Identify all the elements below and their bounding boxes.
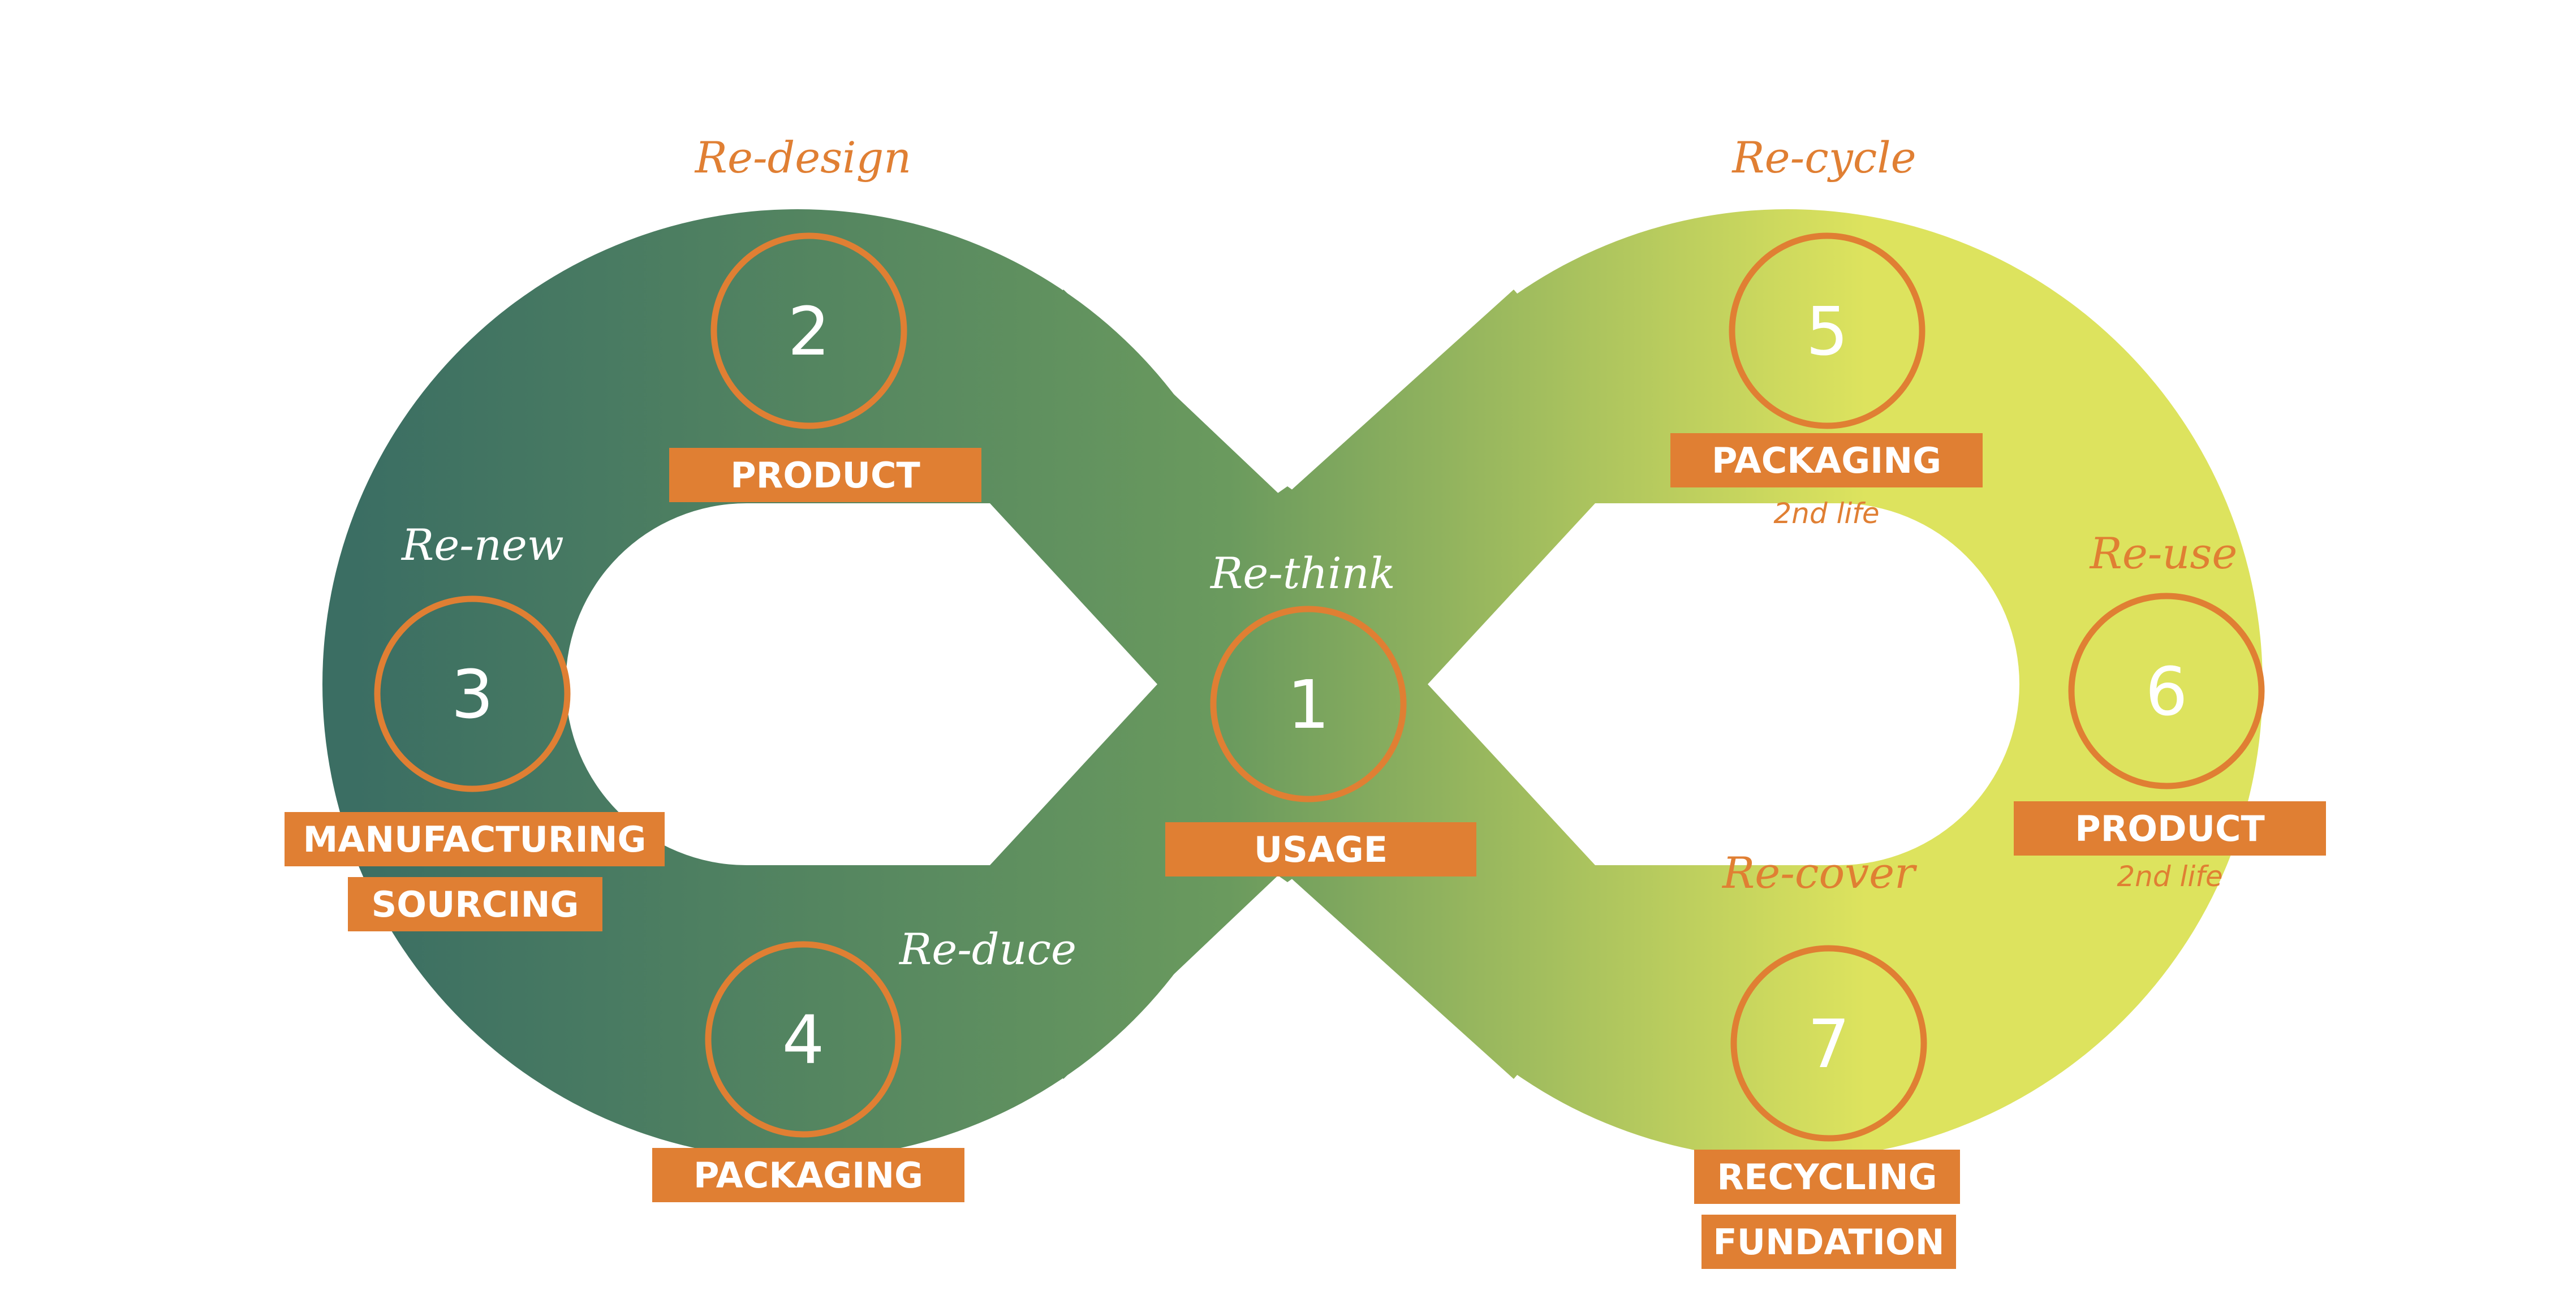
step-number: 2 bbox=[787, 292, 830, 370]
step-label-box bbox=[1694, 1150, 1960, 1204]
step-label-box bbox=[348, 877, 602, 931]
step-7-ring bbox=[1730, 945, 1927, 1142]
step-label: FUNDATION bbox=[1713, 1221, 1944, 1263]
step-4-ring bbox=[705, 941, 902, 1138]
step-label: PRODUCT bbox=[730, 455, 920, 496]
step-label: PRODUCT bbox=[2075, 808, 2265, 849]
step-5-ring bbox=[1729, 232, 1925, 429]
step-label: PACKAGING bbox=[693, 1155, 923, 1196]
step-verb: Re-think bbox=[1209, 548, 1395, 598]
step-label-box bbox=[1701, 1215, 1956, 1269]
step-number: 3 bbox=[451, 655, 493, 733]
step-3-ring bbox=[374, 595, 571, 792]
step-verb: Re-duce bbox=[898, 924, 1076, 974]
step-label-box bbox=[285, 812, 665, 866]
step-number: 1 bbox=[1287, 666, 1329, 744]
step-verb: Re-cycle bbox=[1731, 132, 1916, 183]
step-verb: Re-design bbox=[694, 132, 911, 183]
step-label-box bbox=[652, 1148, 964, 1202]
step-verb: Re-use bbox=[2089, 528, 2238, 578]
step-sub-label: 2nd life bbox=[2117, 860, 2222, 893]
step-verb: Re-cover bbox=[1721, 848, 1918, 898]
step-label: USAGE bbox=[1254, 829, 1388, 870]
step-6-ring bbox=[2068, 593, 2265, 789]
step-number: 4 bbox=[782, 1001, 824, 1079]
step-number: 6 bbox=[2145, 653, 2187, 731]
step-sub-label: 2nd life bbox=[1773, 497, 1879, 530]
step-1-ring bbox=[1210, 606, 1407, 802]
step-verb: Re-new bbox=[400, 520, 564, 570]
step-label: MANUFACTURING bbox=[303, 819, 647, 860]
step-label: SOURCING bbox=[372, 884, 579, 925]
step-number: 5 bbox=[1806, 292, 1848, 370]
step-label-box bbox=[1670, 433, 1983, 487]
step-label: PACKAGING bbox=[1712, 440, 1941, 481]
step-number: 7 bbox=[1807, 1005, 1850, 1083]
step-label-box bbox=[669, 448, 981, 502]
step-2-ring bbox=[710, 232, 907, 429]
step-label-box bbox=[1165, 822, 1476, 876]
step-label-box bbox=[2014, 801, 2326, 856]
step-label: RECYCLING bbox=[1717, 1156, 1937, 1198]
